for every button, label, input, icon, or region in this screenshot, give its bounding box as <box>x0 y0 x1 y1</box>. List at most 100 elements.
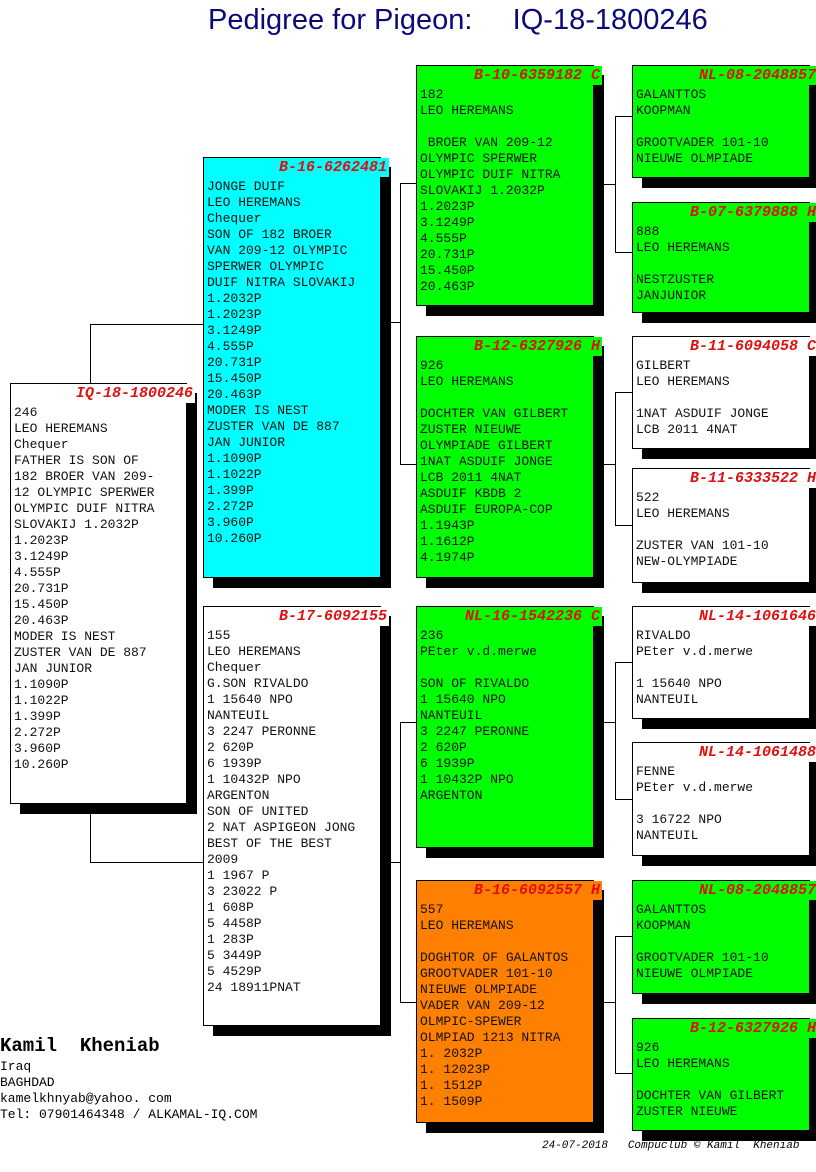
detail-line: 1.1090P <box>207 451 263 466</box>
ring-number: NL-16-1542236 C <box>460 607 602 626</box>
detail-line: LEO HEREMANS <box>420 374 515 389</box>
ring-number: NL-08-2048857 <box>694 66 816 85</box>
detail-line: 1.399P <box>14 709 62 724</box>
detail-line: ZUSTER NIEUWE <box>636 1104 739 1119</box>
detail-line: 1NAT ASDUIF JONGE <box>636 406 770 421</box>
detail-line: 10.260P <box>207 531 263 546</box>
connector-line <box>381 862 400 863</box>
detail-line <box>636 390 637 405</box>
detail-line: 1 10432P NPO <box>420 772 515 787</box>
detail-line: SON OF RIVALDO <box>420 676 531 691</box>
detail-line: GROOTVADER 101-10 <box>636 135 770 150</box>
detail-line: ARGENTON <box>420 788 484 803</box>
detail-line: OLYMPIC DUIF NITRA <box>420 167 562 182</box>
connector-line <box>615 525 632 526</box>
detail-line: KOOPMAN <box>636 103 692 118</box>
detail-line: LEO HEREMANS <box>14 421 109 436</box>
connector-line <box>400 183 401 465</box>
detail-line: 1.1090P <box>14 677 70 692</box>
detail-line: 2 NAT ASPIGEON JONG <box>207 820 357 835</box>
detail-line: NANTEUIL <box>636 692 700 707</box>
detail-line: 1.1022P <box>207 467 263 482</box>
connector-line <box>594 1002 615 1003</box>
connector-line <box>615 392 632 393</box>
detail-line: LEO HEREMANS <box>420 918 515 933</box>
connector-line <box>400 183 416 184</box>
detail-line: 926 <box>636 1040 661 1055</box>
detail-line: 1.2032P <box>207 291 263 306</box>
detail-line: 10.260P <box>14 757 70 772</box>
detail-line: 24 18911PNAT <box>207 980 302 995</box>
ring-number: NL-08-2048857 <box>694 881 816 900</box>
ring-number: B-11-6333522 H <box>685 469 816 488</box>
detail-line: ZUSTER NIEUWE <box>420 422 523 437</box>
connector-line <box>615 662 632 663</box>
detail-line <box>636 256 637 271</box>
detail-line: 1. 12023P <box>420 1062 492 1077</box>
detail-line: 6 1939P <box>207 756 263 771</box>
detail-line: 246 <box>14 405 39 420</box>
detail-line: GALANTTOS <box>636 902 708 917</box>
detail-line: 20.463P <box>14 613 70 628</box>
connector-line <box>594 464 615 465</box>
connector-line <box>594 722 615 723</box>
detail-line: 1 608P <box>207 900 255 915</box>
detail-line: RIVALDO <box>636 628 692 643</box>
detail-line: OLMPIC-SPEWER <box>420 1014 523 1029</box>
detail-line: Chequer <box>14 437 70 452</box>
detail-line: 1.2023P <box>14 533 70 548</box>
connector-line <box>615 799 632 800</box>
detail-line: FENNE <box>636 764 677 779</box>
detail-line: 1.399P <box>207 483 255 498</box>
detail-line: JANJUNIOR <box>636 288 708 303</box>
detail-line: 20.731P <box>14 581 70 596</box>
ring-number: B-10-6359182 C <box>469 66 602 85</box>
detail-line: GILBERT <box>636 358 692 373</box>
detail-line: 2 620P <box>207 740 255 755</box>
detail-line: VAN 209-12 OLYMPIC <box>207 243 349 258</box>
detail-line: 5 4458P <box>207 916 263 931</box>
connector-line <box>90 324 203 325</box>
detail-line: 20.731P <box>207 355 263 370</box>
connector-line <box>615 1073 632 1074</box>
detail-line: PEter v.d.merwe <box>420 644 539 659</box>
ring-number: B-12-6327926 H <box>469 337 602 356</box>
detail-line: JAN JUNIOR <box>207 435 287 450</box>
detail-line: 6 1939P <box>420 756 476 771</box>
ring-number: IQ-18-1800246 <box>71 384 195 403</box>
detail-line: 1 283P <box>207 932 255 947</box>
detail-line: 20.731P <box>420 247 476 262</box>
detail-line: KOOPMAN <box>636 918 692 933</box>
detail-line: BEST OF THE BEST <box>207 836 333 851</box>
detail-line: PEter v.d.merwe <box>636 780 755 795</box>
detail-line: Chequer <box>207 211 263 226</box>
detail-line: 3 2247 PERONNE <box>420 724 531 739</box>
detail-line: NANTEUIL <box>636 828 700 843</box>
page-title: Pedigree for Pigeon: IQ-18-1800246 <box>208 4 708 36</box>
detail-line: ARGENTON <box>207 788 271 803</box>
detail-line: NIEUWE OLMPIADE <box>636 966 755 981</box>
detail-line: 926 <box>420 358 445 373</box>
detail-line <box>636 522 637 537</box>
